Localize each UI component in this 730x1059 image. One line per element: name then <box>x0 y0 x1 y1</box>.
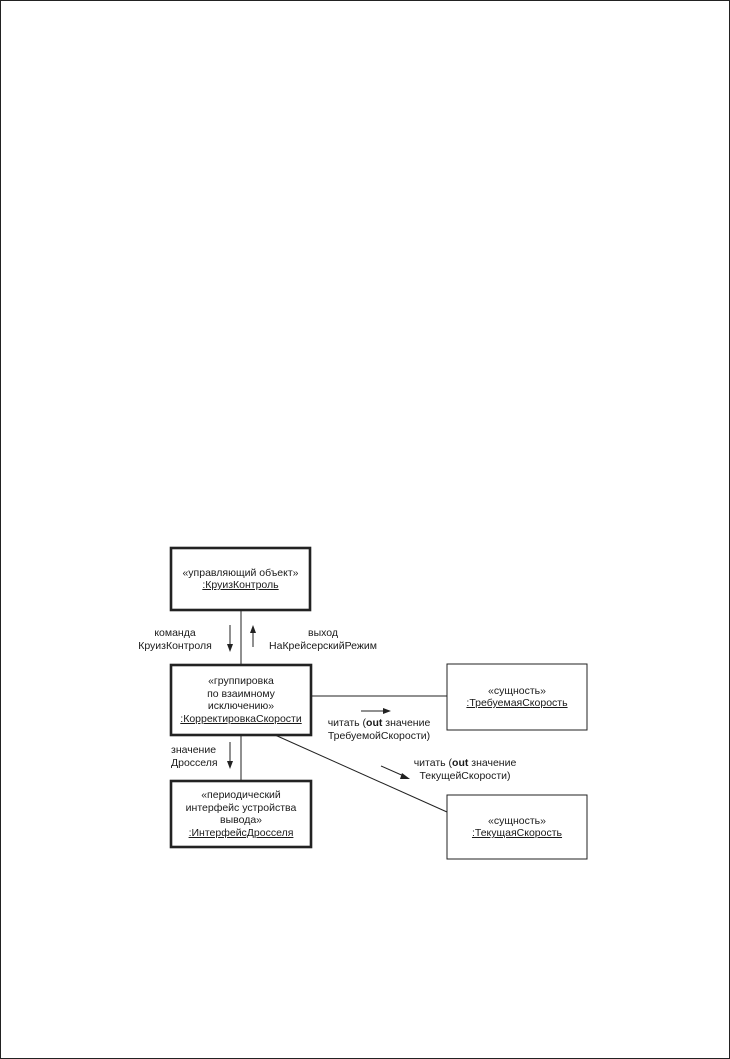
stereotype-text: интерфейс устройства <box>185 801 297 814</box>
current-speed-box <box>446 794 588 860</box>
arrow-down-icon <box>227 625 233 652</box>
message-text: ТекущейСкорости) <box>419 769 511 782</box>
object-name: :ИнтерфейсДросселя <box>188 826 294 839</box>
link-correction-to-current-speed <box>274 734 448 813</box>
message-text: НаКрейсерскийРежим <box>269 639 377 652</box>
stereotype-text: по взаимному <box>207 687 275 700</box>
message-command-label: команда КруизКонтроля <box>129 627 221 652</box>
arrow-up-icon <box>250 625 256 647</box>
object-name: :КорректировкаСкорости <box>180 712 302 725</box>
message-text: КруизКонтроля <box>138 639 212 652</box>
speed-correction-box <box>169 663 313 737</box>
current-speed-label: «сущность» :ТекущаяСкорость <box>447 795 587 859</box>
stereotype-text: «сущность» <box>488 814 546 827</box>
arrow-right-icon <box>361 708 391 714</box>
message-text: выход <box>308 627 338 639</box>
object-name: :КруизКонтроль <box>202 579 279 591</box>
speed-correction-label: «группировка по взаимному исключению» :К… <box>171 665 311 735</box>
message-text: читать ( <box>327 717 367 729</box>
stereotype-text: «группировка <box>208 675 274 687</box>
stereotype-text: исключению» <box>207 700 275 712</box>
message-exit-label: выход НаКрейсерскийРежим <box>263 627 383 652</box>
message-text: читать ( <box>413 757 453 769</box>
arrow-diagonal-icon <box>380 765 410 779</box>
required-speed-box <box>446 663 588 731</box>
object-name: :ТребуемаяСкорость <box>466 697 568 709</box>
stereotype-text: «периодический <box>201 789 281 801</box>
stereotype-text: «сущность» <box>488 684 546 697</box>
throttle-interface-label: «периодический интерфейс устройства выво… <box>171 781 311 847</box>
message-text: значение <box>171 744 217 756</box>
arrow-down-icon <box>227 742 233 769</box>
message-throttle-value-label: значение Дросселя <box>171 744 218 769</box>
message-read-required-label: читать (out значение ТребуемойСкорости) <box>319 717 439 742</box>
message-keyword: out <box>366 717 383 729</box>
cruise-control-box <box>169 546 312 612</box>
message-read-current-label: читать (out значение ТекущейСкорости) <box>405 757 525 782</box>
stereotype-text: «управляющий объект» <box>182 566 299 579</box>
message-text: значение <box>382 717 431 729</box>
message-text: команда <box>154 627 196 639</box>
cruise-control-label: «управляющий объект» :КруизКонтроль <box>171 548 310 610</box>
message-text: ТребуемойСкорости) <box>327 729 431 742</box>
message-text: значение <box>468 757 517 769</box>
message-keyword: out <box>452 757 469 769</box>
object-name: :ТекущаяСкорость <box>471 827 563 839</box>
required-speed-label: «сущность» :ТребуемаяСкорость <box>447 664 587 730</box>
stereotype-text: вывода» <box>220 814 262 826</box>
message-text: Дросселя <box>171 756 218 769</box>
